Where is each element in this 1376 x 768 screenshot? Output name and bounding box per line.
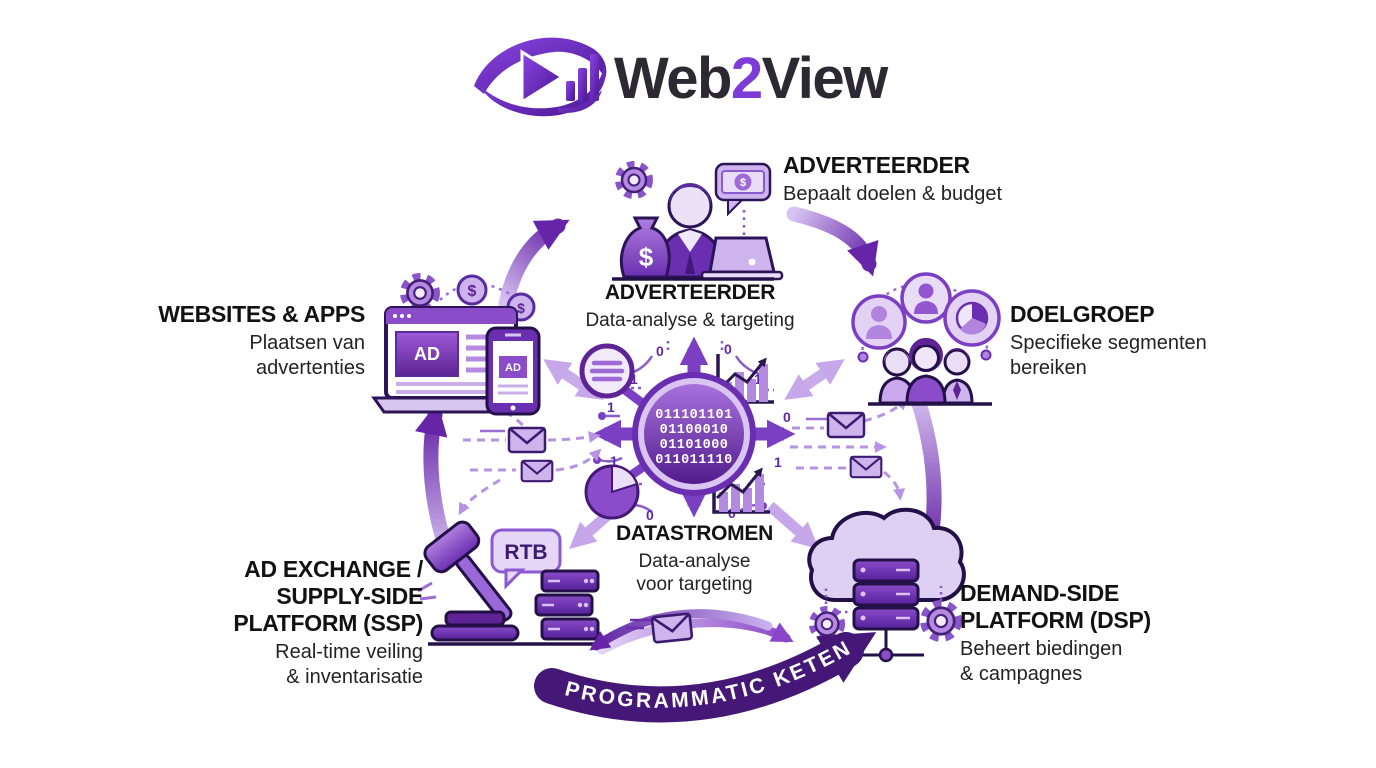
cloud-server-stack [852, 558, 920, 631]
svg-text:$: $ [740, 177, 746, 189]
double-arrow-doelgroep-hub [784, 359, 845, 400]
svg-text:$: $ [639, 242, 654, 272]
datastromen-title: DATASTROMEN [616, 522, 773, 545]
person-center [905, 338, 947, 405]
bottom-exchange [589, 609, 794, 655]
svg-text:$: $ [468, 283, 477, 300]
adverteerder-top-title: ADVERTEERDER [783, 152, 970, 178]
label-dsp: DEMAND-SIDE PLATFORM (DSP) Beheert biedi… [960, 580, 1190, 686]
svg-text:0: 0 [656, 343, 664, 359]
eye-play-chart-logo-icon [474, 37, 607, 117]
ssp-icon: RTB [417, 520, 600, 646]
adverteerder-icon: $ $ [612, 162, 784, 281]
logo-word-2: 2 [730, 46, 763, 111]
svg-text:$: $ [517, 300, 525, 316]
label-adverteerder-top: ADVERTEERDER Bepaalt doelen & budget [783, 152, 1043, 207]
phone-icon: AD [485, 326, 541, 416]
message-flow-right [790, 397, 908, 501]
hub-core [644, 384, 744, 484]
bar-chart-up-icon-2 [712, 464, 770, 514]
person-right [941, 348, 974, 405]
logo-word-view: View [761, 46, 889, 111]
svg-text:RTB: RTB [504, 541, 547, 564]
adverteerder-center-subtitle: Data-analyse & targeting [585, 309, 795, 331]
svg-text:011101101: 011101101 [655, 408, 732, 423]
dsp-title: DEMAND-SIDE PLATFORM (DSP) [960, 580, 1151, 634]
persona-circle-top [900, 272, 952, 324]
adverteerder-top-subtitle: Bepaalt doelen & budget [783, 183, 1003, 206]
ssp-subtitle: Real-time veiling & inventarisatie [275, 641, 423, 688]
datastromen-subtitle: Data-analyse voor targeting [636, 550, 753, 595]
message-flow-left [458, 410, 602, 516]
bar-3 [590, 54, 599, 101]
svg-text:0: 0 [724, 341, 732, 357]
svg-text:AD: AD [414, 344, 440, 364]
gavel-icon [417, 520, 520, 642]
svg-text:1: 1 [630, 371, 638, 387]
bar-2 [578, 68, 587, 101]
dsp-subtitle: Beheert biedingen & campagnes [960, 638, 1123, 685]
websites-apps-icon: $ $ AD AD [371, 274, 541, 416]
svg-text:1: 1 [774, 454, 782, 470]
person-left [878, 347, 916, 405]
money-bag-icon: $ [619, 216, 671, 279]
eye-lower-lid [480, 66, 606, 117]
label-adverteerder-center: ADVERTEERDER Data-analyse & targeting [565, 281, 815, 332]
websites-apps-subtitle: Plaatsen van advertenties [249, 332, 365, 379]
logo-swoosh [558, 90, 602, 113]
eye-upper-lid [474, 37, 607, 94]
pie-circle-right [943, 289, 1001, 347]
cash-bubble-icon: $ [714, 162, 772, 238]
datastromen-hub: 0 0 1 1 1 0 0 1 0 1 [543, 336, 845, 549]
svg-text:0: 0 [783, 409, 791, 425]
businessman-icon [653, 183, 728, 279]
doelgroep-icon [851, 272, 1001, 406]
cloud-icon [807, 507, 966, 602]
play-icon [520, 49, 565, 105]
bar-1 [566, 81, 575, 101]
adverteerder-center-title: ADVERTEERDER [604, 281, 776, 304]
doelgroep-subtitle: Specifieke segmenten bereiken [1010, 332, 1207, 379]
svg-text:1: 1 [607, 399, 615, 415]
server-stack-icon [534, 569, 600, 641]
advertiser-laptop-icon [700, 236, 784, 281]
websites-apps-title: WEBSITES & APPS [158, 301, 365, 327]
rtb-bubble: RTB [490, 528, 562, 590]
arrow-websites-to-adverteerder [498, 218, 570, 312]
arrow-ssp-to-dsp [597, 618, 794, 655]
logo-wordmark: Web2View [614, 50, 888, 108]
logo-word-web: Web [614, 46, 732, 111]
label-doelgroep: DOELGROEP Specifieke segmenten bereiken [1010, 301, 1250, 380]
svg-text:AD: AD [505, 362, 521, 374]
doelgroep-title: DOELGROEP [1010, 301, 1155, 327]
svg-text:0: 0 [646, 507, 654, 523]
svg-text:01100010: 01100010 [660, 423, 729, 438]
svg-text:1: 1 [754, 371, 762, 387]
ssp-title: AD EXCHANGE / SUPPLY-SIDE PLATFORM (SSP) [233, 556, 423, 637]
svg-text:01101000: 01101000 [660, 438, 729, 453]
dollar-coin-1: $ [456, 274, 488, 306]
arrow-adverteerder-to-doelgroep [786, 206, 879, 277]
audience-group-icon [868, 338, 992, 406]
label-websites-apps: WEBSITES & APPS Plaatsen van advertentie… [113, 301, 365, 380]
speed-lines [626, 618, 652, 630]
svg-text:1: 1 [610, 453, 618, 469]
binary-code-text: 011101101 01100010 01101000 011011110 [655, 408, 732, 468]
web2view-logo: Web2View [472, 24, 888, 126]
label-datastromen: DATASTROMEN Data-analyse voor targeting [597, 522, 792, 596]
arrow-hub-to-dsp [766, 501, 819, 549]
svg-text:011011110: 011011110 [655, 453, 732, 468]
persona-circle-left [851, 294, 907, 350]
dsp-icon [807, 507, 966, 663]
label-ssp: AD EXCHANGE / SUPPLY-SIDE PLATFORM (SSP)… [173, 556, 423, 689]
